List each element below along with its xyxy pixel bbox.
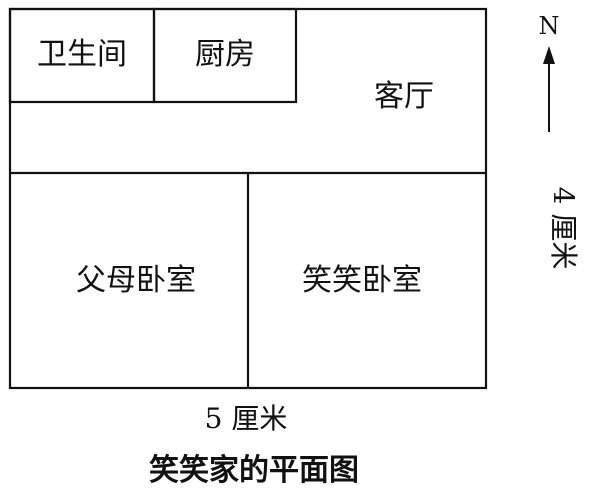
- north-label: N: [539, 12, 560, 40]
- label-parents-bedroom: 父母卧室: [76, 263, 196, 298]
- height-dimension-label: 4 厘米: [547, 187, 580, 270]
- width-dimension-label: 5 厘米: [205, 402, 288, 435]
- diagram-title: 笑笑家的平面图: [149, 453, 359, 488]
- north-arrow: N: [539, 12, 560, 132]
- label-kitchen: 厨房: [195, 37, 255, 72]
- label-xiaoxiao-bedroom: 笑笑卧室: [302, 263, 422, 298]
- label-bathroom: 卫生间: [37, 37, 127, 72]
- label-living-room: 客厅: [374, 79, 434, 114]
- room-kitchen: [152, 7, 298, 104]
- north-arrow-head-icon: [543, 46, 555, 64]
